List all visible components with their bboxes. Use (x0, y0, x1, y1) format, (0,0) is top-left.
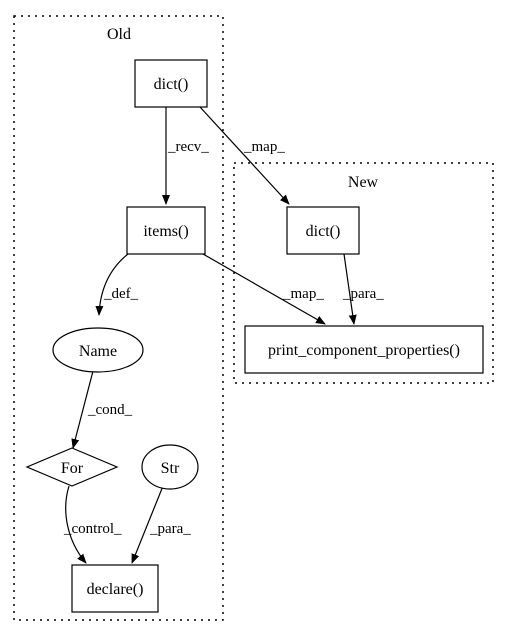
edge-map-items: _map_ (202, 253, 326, 325)
node-items[interactable]: items() (126, 206, 206, 255)
edge-recv-label: _recv_ (167, 139, 209, 155)
edge-para-str: _para_ (131, 485, 191, 564)
cluster-new: New (233, 162, 494, 384)
node-for-label: For (61, 460, 84, 477)
edge-recv: _recv_ (162, 107, 209, 205)
node-declare[interactable]: declare() (71, 564, 159, 613)
cluster-old-label: Old (107, 26, 131, 43)
node-dict-old[interactable]: dict() (134, 59, 208, 108)
edge-para-new-label: _para_ (342, 286, 384, 302)
edge-def-label: _def_ (103, 286, 139, 302)
node-str-label: Str (161, 460, 180, 477)
edge-map-dict: _map_ (199, 106, 290, 205)
node-print-component-properties[interactable]: print_component_properties() (244, 325, 484, 374)
edge-para-str-label: _para_ (149, 521, 191, 537)
node-name[interactable]: Name (52, 327, 144, 373)
node-items-label: items() (143, 223, 188, 240)
edge-cond-label: _cond_ (87, 402, 133, 418)
node-name-label: Name (79, 343, 117, 360)
node-declare-label: declare() (87, 581, 144, 598)
edge-cond: _cond_ (71, 370, 133, 449)
edge-control: _control_ (63, 485, 122, 564)
edge-map-items-label: _map_ (282, 286, 324, 302)
edge-para-new: _para_ (342, 253, 384, 325)
node-dict-new[interactable]: dict() (286, 206, 360, 255)
edge-control-label: _control_ (63, 521, 122, 537)
edge-def: _def_ (95, 253, 139, 316)
node-print-component-properties-label: print_component_properties() (268, 342, 460, 359)
node-str[interactable]: Str (141, 444, 199, 490)
node-dict-new-label: dict() (306, 223, 341, 240)
node-for[interactable]: For (25, 447, 119, 487)
edge-map-dict-label: _map_ (243, 139, 285, 155)
node-dict-old-label: dict() (154, 76, 189, 93)
cluster-new-label: New (348, 174, 379, 191)
cluster-old: Old (13, 15, 224, 621)
